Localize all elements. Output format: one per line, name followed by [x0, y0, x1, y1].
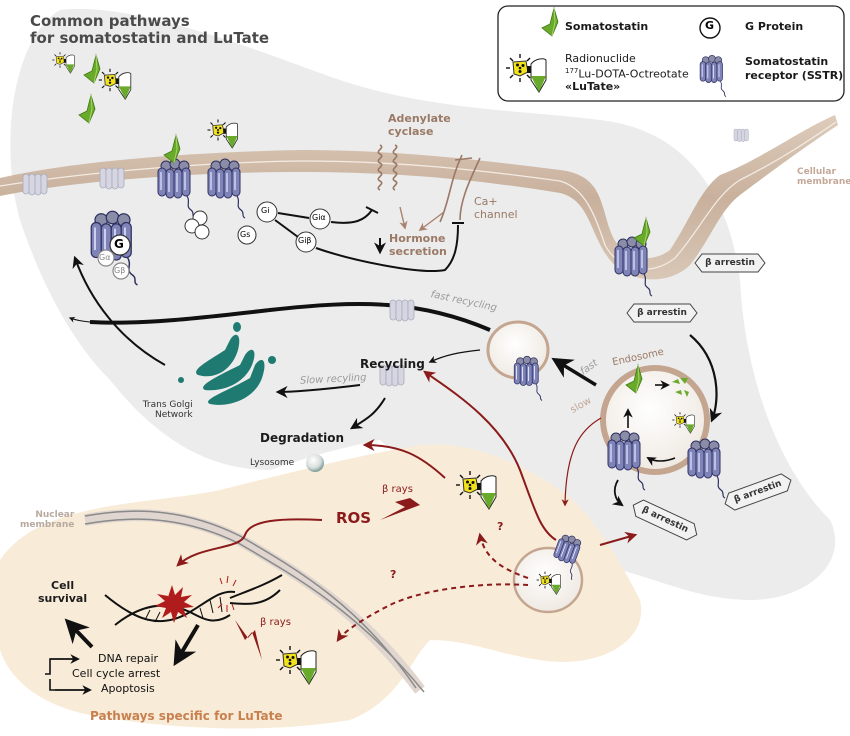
beta-rays-label-top: β rays [382, 484, 413, 495]
legend-g-protein-label: G Protein [745, 20, 804, 33]
gi-pathway-nodes [237, 201, 331, 253]
ca-channel-line2: channel [474, 207, 518, 221]
ca-channel-line1: Ca+ [474, 195, 498, 208]
cell-survival-line2: survival [38, 591, 88, 605]
recycling-label: Recycling [360, 357, 425, 371]
title-line-1: Common pathways [30, 12, 190, 30]
g-node-g: G [114, 237, 124, 251]
adenylate-cyclase [377, 144, 398, 191]
nuclear-membrane [83, 509, 425, 694]
degradation-label: Degradation [260, 431, 345, 445]
receptor-ghost [389, 299, 415, 322]
legend-sstr-line1: Somatostatin [745, 55, 829, 68]
legend-radionuclide-line1: Radionuclide [565, 52, 636, 65]
title-line-2: for somatostatin and LuTate [30, 29, 270, 48]
hormone-secretion-line2: secretion [389, 244, 447, 258]
question-mark-upper: ? [497, 520, 504, 533]
legend-g-protein-icon [699, 17, 721, 39]
cellular-membrane-label-line2: membrane [797, 177, 850, 188]
dna-break-marks [217, 575, 237, 612]
receptor-ghost [22, 173, 48, 196]
legend-g-symbol: G [705, 19, 715, 32]
lysosome-label: Lysosome [250, 458, 295, 468]
dna-double-helix [104, 574, 283, 626]
trans-golgi-label: Trans Golgi Network [135, 400, 193, 421]
legend-sstr-line2: receptor (SSTR) [745, 69, 844, 82]
trans-golgi-line2: Network [155, 410, 193, 421]
cell-cycle-arrest-label: Cell cycle arrest [72, 667, 161, 680]
legend-radionuclide-line2: 177Lu-DOTA-Octreotate [565, 67, 689, 81]
cell-survival-line1: Cell [51, 579, 75, 592]
beta-ray-bolt [380, 490, 440, 520]
g-node-gibeta: Giβ [298, 236, 312, 245]
cellular-membrane-label: Cellular membrane [797, 167, 850, 188]
legend-isotope-superscript: 177 [565, 67, 579, 75]
dna-damage-burst [155, 585, 194, 623]
nuclear-membrane-label-line1: Nuclear [35, 510, 75, 520]
g-node-gs: Gs [240, 230, 251, 239]
trans-golgi-network [178, 322, 276, 405]
adenylate-cyclase-line1: Adenylate [388, 112, 451, 125]
trans-golgi-line1: Trans Golgi [142, 400, 193, 410]
g-node-gi: Gi [261, 206, 270, 215]
adenylate-cyclase-line2: cyclase [388, 124, 434, 138]
adenylate-cyclase-label: Adenylate cyclase [388, 112, 451, 138]
lutate-section-title: Pathways specific for LuTate [90, 709, 283, 723]
legend-radionuclide-name: Lu-DOTA-Octreotate [578, 67, 689, 81]
g-node-gbeta: Gβ [114, 266, 126, 275]
hormone-secretion-line1: Hormone [389, 232, 446, 245]
question-mark-lower: ? [390, 568, 397, 581]
beta-ray-bolt [235, 620, 262, 660]
receptor-ghost [733, 128, 749, 142]
g-node-galpha: Gα [99, 253, 111, 262]
legend-box [497, 5, 845, 102]
nuclear-membrane-label: Nuclear membrane [20, 510, 74, 531]
hormone-secretion-label: Hormone secretion [389, 232, 447, 258]
cellular-membrane-label-line1: Cellular [797, 167, 836, 177]
cell-survival-label: Cell survival [38, 579, 88, 605]
beta-arrestin-label: β arrestin [705, 258, 755, 268]
ros-label: ROS [336, 509, 372, 527]
g-node-gialpha: Giα [312, 213, 326, 222]
lysosome [306, 454, 324, 472]
beta-rays-label-bottom: β rays [260, 617, 291, 628]
ca-channel [439, 154, 481, 223]
g-protein-complex [97, 234, 131, 280]
cellular-membrane [0, 115, 838, 280]
page-title: Common pathways for somatostatin and LuT… [30, 12, 270, 48]
dna-repair-label: DNA repair [98, 652, 159, 665]
ca-channel-label: Ca+ channel [474, 195, 518, 221]
receptor-ghost [99, 167, 125, 190]
degraded-somatostatin-fragments [672, 378, 689, 397]
apoptosis-label: Apoptosis [101, 682, 155, 695]
legend-radionuclide-line3: «LuTate» [565, 80, 621, 93]
beta-arrestin-label: β arrestin [637, 308, 687, 318]
legend-somatostatin-label: Somatostatin [565, 20, 649, 33]
g-protein-trimer [184, 210, 210, 240]
nuclear-membrane-label-line2: membrane [20, 520, 75, 531]
